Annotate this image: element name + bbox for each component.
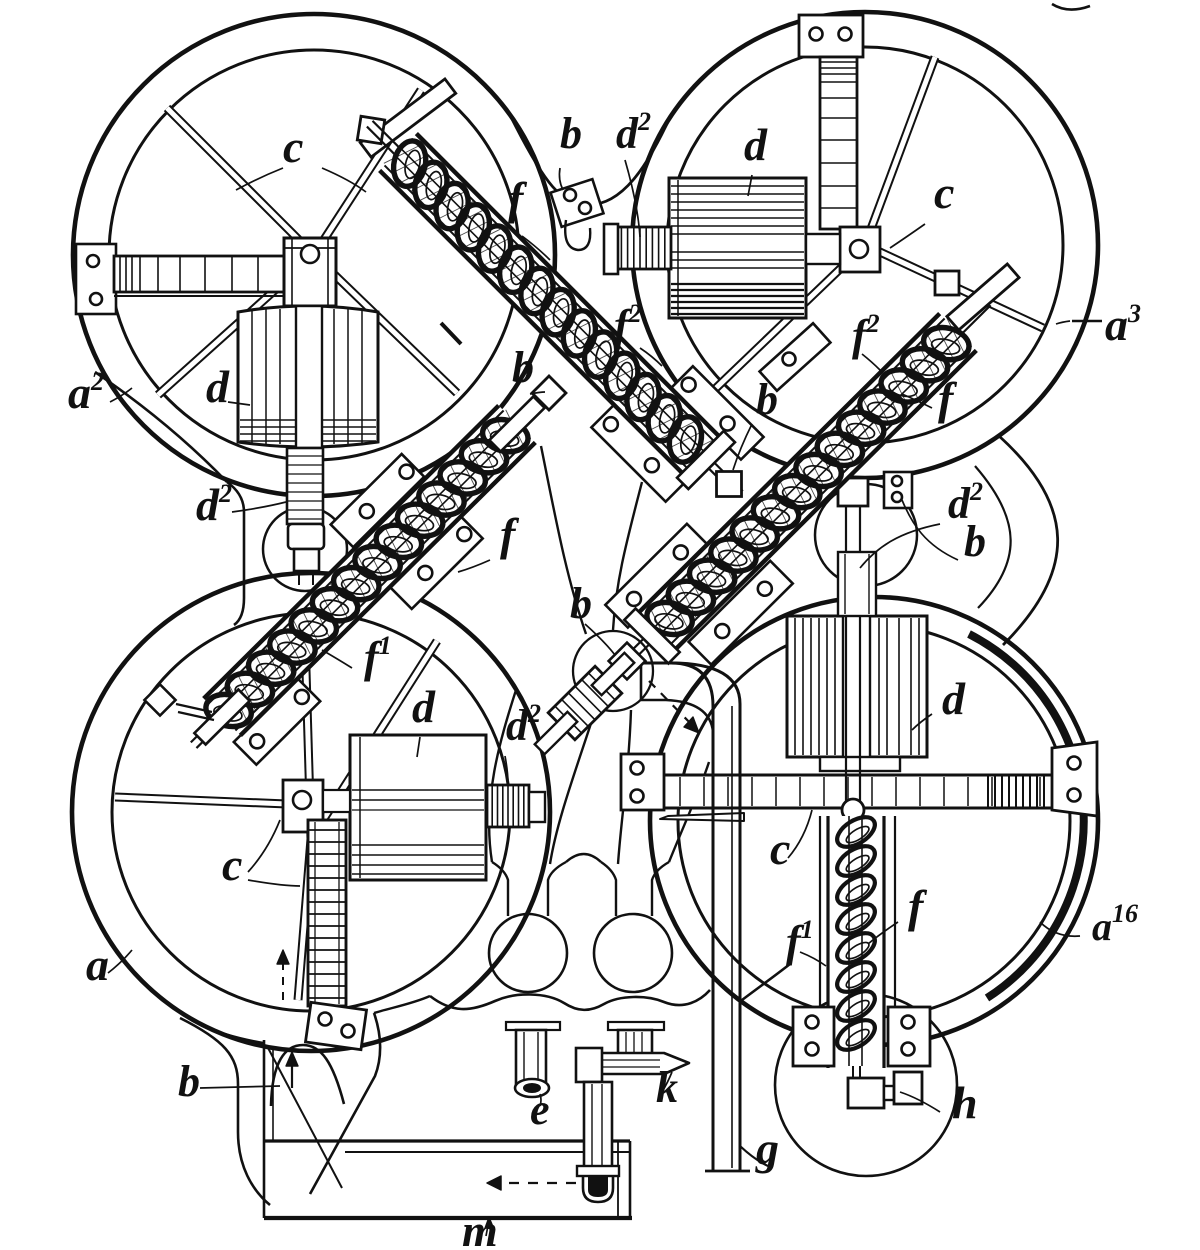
svg-text:e: e <box>530 1085 550 1134</box>
svg-text:d: d <box>206 361 230 412</box>
svg-text:d: d <box>942 673 966 724</box>
svg-text:b: b <box>570 579 592 628</box>
svg-text:b: b <box>964 517 986 566</box>
svg-text:k: k <box>656 1063 678 1112</box>
svg-text:f: f <box>508 173 528 224</box>
svg-text:c: c <box>934 167 954 218</box>
svg-text:f2: f2 <box>852 309 880 360</box>
svg-text:c: c <box>283 121 303 172</box>
svg-text:a: a <box>86 939 109 990</box>
svg-text:h: h <box>952 1077 978 1128</box>
svg-text:c: c <box>222 839 242 890</box>
svg-text:b: b <box>512 343 534 392</box>
svg-text:f: f <box>938 373 958 424</box>
svg-text:d: d <box>412 681 436 732</box>
svg-text:b: b <box>756 375 778 424</box>
svg-text:g: g <box>755 1123 779 1174</box>
svg-text:d2: d2 <box>506 699 541 750</box>
svg-text:f: f <box>908 881 928 932</box>
svg-text:c: c <box>770 823 790 874</box>
svg-text:a3: a3 <box>1105 299 1141 350</box>
svg-text:b: b <box>560 109 582 158</box>
svg-text:f: f <box>500 509 520 560</box>
svg-text:d: d <box>744 119 768 170</box>
svg-text:b: b <box>178 1057 200 1106</box>
